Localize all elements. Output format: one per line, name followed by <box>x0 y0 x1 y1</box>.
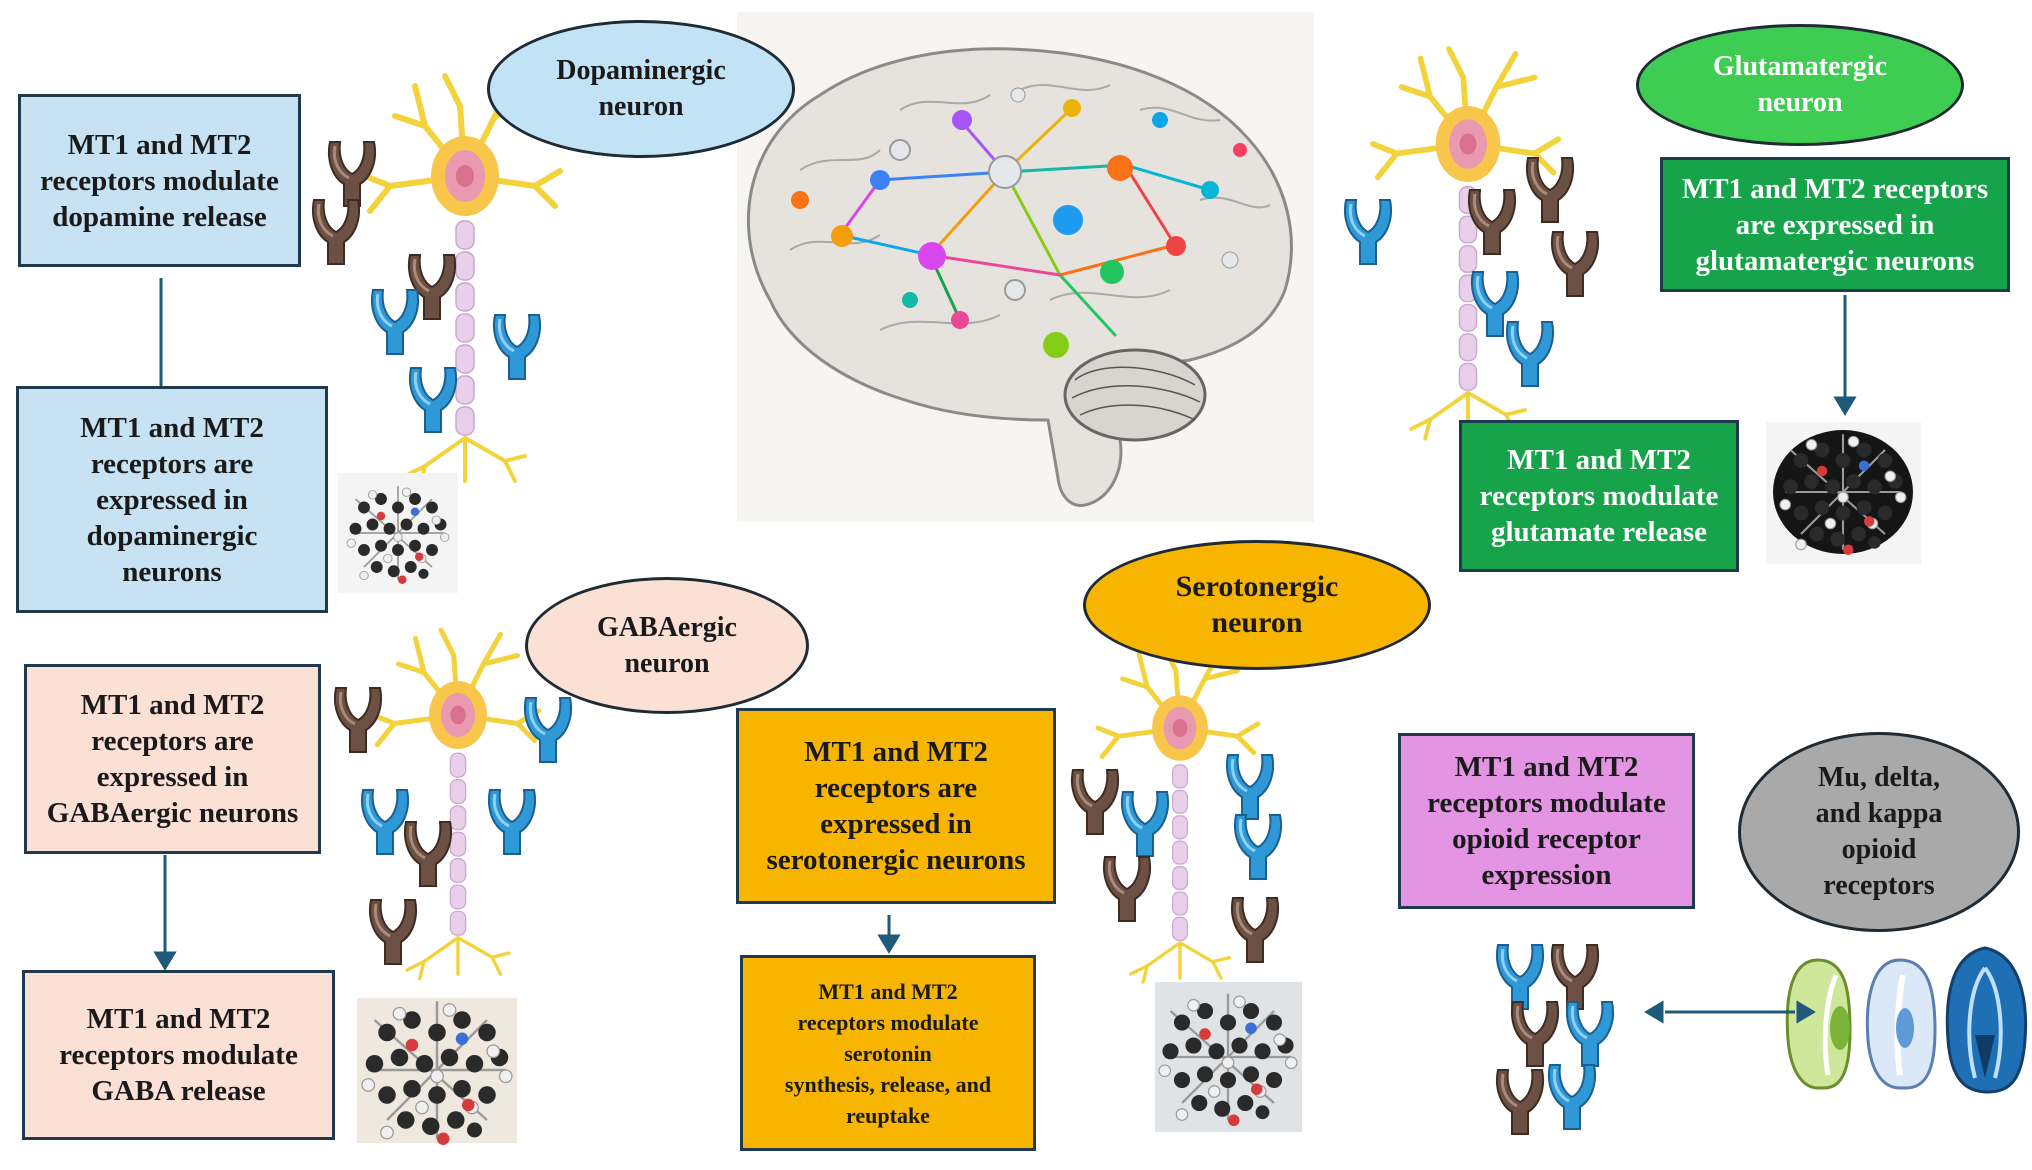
brain-network-illustration <box>737 12 1314 522</box>
neuron-icon-serotonergic <box>1098 646 1258 982</box>
gaba-release-box: MT1 and MT2 receptors modulate GABA rele… <box>22 970 335 1140</box>
gabaergic-neuron-label: GABAergic neuron <box>525 577 809 714</box>
serotonin-modulation-box: MT1 and MT2 receptors modulate serotonin… <box>740 955 1036 1151</box>
glutamatergic-expression-box: MT1 and MT2 receptors are expressed in g… <box>1660 157 2010 292</box>
molecule-icon-gaba <box>357 998 517 1147</box>
receptor-icon-group-opioid <box>1495 943 1615 1136</box>
glutamate-release-box: MT1 and MT2 receptors modulate glutamate… <box>1459 420 1739 572</box>
serotonergic-expression-box: MT1 and MT2 receptors are expressed in s… <box>736 708 1056 904</box>
molecule-icon-serotonin <box>1155 982 1302 1132</box>
opioid-expression-box: MT1 and MT2 receptors modulate opioid re… <box>1398 733 1695 909</box>
gabaergic-expression-box: MT1 and MT2 receptors are expressed in G… <box>24 664 321 854</box>
dopaminergic-expression-box: MT1 and MT2 receptors are expressed in d… <box>16 386 328 613</box>
molecule-icon-glutamate <box>1766 422 1921 564</box>
serotonergic-neuron-label: Serotonergic neuron <box>1083 540 1431 670</box>
dopamine-release-box: MT1 and MT2 receptors modulate dopamine … <box>18 94 301 267</box>
receptor-icon-group-dopaminergic <box>311 140 542 434</box>
glutamatergic-neuron-label: Glutamatergic neuron <box>1636 24 1964 146</box>
molecule-icon-dopamine <box>338 473 458 593</box>
connector-lines <box>153 278 1857 1024</box>
opioid-receptor-icon <box>1785 946 2028 1094</box>
dopaminergic-neuron-label: Dopaminergic neuron <box>487 20 795 158</box>
opioid-receptors-label: Mu, delta, and kappa opioid receptors <box>1738 732 2020 932</box>
